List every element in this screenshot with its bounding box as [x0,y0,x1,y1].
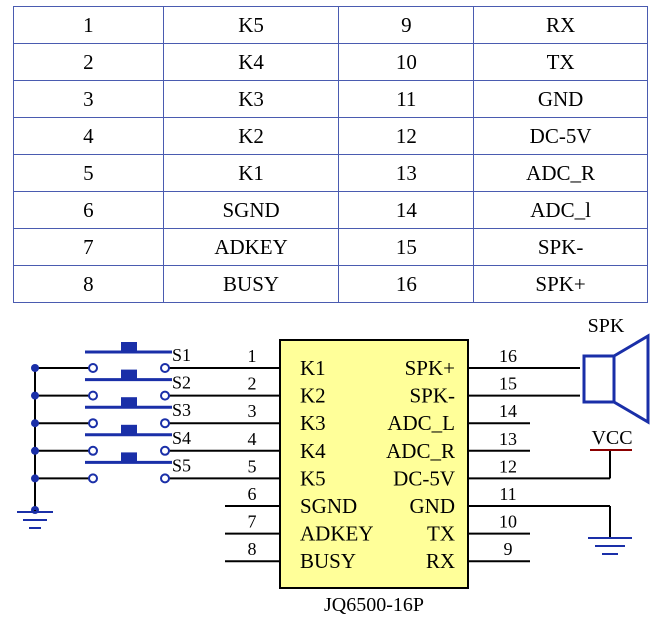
switch-terminal [88,390,98,401]
switch-label: S5 [172,455,191,475]
speaker-body [582,354,616,404]
table-cell: 6 [13,191,164,229]
switch-terminal [88,445,98,456]
switch-terminal [160,390,170,401]
pin-name-left: BUSY [300,549,356,573]
switch-terminal [88,418,98,429]
pin-name-left: ADKEY [300,522,374,546]
switch-label: S3 [172,400,191,420]
table-cell: K4 [162,43,340,81]
junction-dot [31,419,39,428]
table-cell: BUSY [162,265,340,303]
speaker-label: SPK [588,315,625,337]
switch-label: S4 [172,428,191,448]
switch-plunger [121,342,137,352]
switch-plunger [121,424,137,435]
table-cell: 4 [13,117,164,155]
table-cell: 13 [338,154,475,192]
switch-plunger [121,397,137,408]
pin-number-left: 6 [248,484,257,504]
pin-number-left: 5 [248,456,257,476]
pin-number-left: 2 [248,374,257,394]
pin-name-left: K2 [300,384,326,408]
chip-body [279,339,469,589]
junction-dot [31,446,39,455]
pin-number-right: 9 [504,539,513,559]
pin-name-right: DC-5V [393,466,455,490]
table-cell: TX [473,43,648,81]
speaker-cone [612,333,650,425]
switch-plunger [121,369,137,380]
switch-terminal [160,473,170,484]
pin-name-right: SPK- [409,384,455,408]
switch-terminal [88,473,98,484]
pin-name-right: ADC_R [386,439,455,463]
pin-name-left: K4 [300,439,326,463]
table-cell: ADKEY [162,228,340,266]
table-cell: K1 [162,154,340,192]
pin-name-right: RX [426,549,455,573]
table-cell: K3 [162,80,340,118]
pin-number-right: 11 [499,484,516,504]
pin-name-right: SPK+ [405,356,455,380]
table-cell: SGND [162,191,340,229]
table-cell: 8 [13,265,164,303]
pin-number-right: 16 [499,346,517,366]
pin-number-right: 13 [499,429,517,449]
table-cell: 16 [338,265,475,303]
pin-number-right: 10 [499,512,517,532]
switch-terminal [160,363,170,373]
pin-name-right: ADC_L [387,411,455,435]
pin-number-right: 14 [499,401,517,421]
switch-label: S2 [172,373,191,393]
pin-name-right: GND [410,494,456,518]
pin-name-left: K3 [300,411,326,435]
table-cell: SPK+ [473,265,648,303]
pin-name-right: TX [427,522,455,546]
switch-label: S1 [172,345,191,365]
pin-number-left: 7 [248,512,257,532]
table-cell: ADC_R [473,154,648,192]
chip-name: JQ6500-16P [324,594,424,616]
table-cell: SPK- [473,228,648,266]
pin-number-left: 3 [248,401,257,421]
junction-dot [31,391,39,400]
table-cell: 11 [338,80,475,118]
table-cell: 10 [338,43,475,81]
switch-terminal [160,445,170,456]
junction-dot [31,364,39,372]
pin-number-left: 8 [248,539,257,559]
table-cell: ADC_l [473,191,648,229]
pin-number-left: 4 [248,429,257,449]
pin-name-left: K1 [300,356,326,380]
switch-plunger [121,452,137,463]
vcc-label: VCC [591,427,632,449]
pin-name-left: SGND [300,494,357,518]
junction-dot [31,474,39,483]
pin-name-left: K5 [300,466,326,490]
pin-number-right: 12 [499,456,517,476]
pin-number-left: 1 [248,346,257,366]
pin-number-right: 15 [499,374,517,394]
table-cell: 5 [13,154,164,192]
table-cell: 3 [13,80,164,118]
table-cell: K2 [162,117,340,155]
switch-terminal [160,418,170,429]
switch-terminal [88,363,98,373]
